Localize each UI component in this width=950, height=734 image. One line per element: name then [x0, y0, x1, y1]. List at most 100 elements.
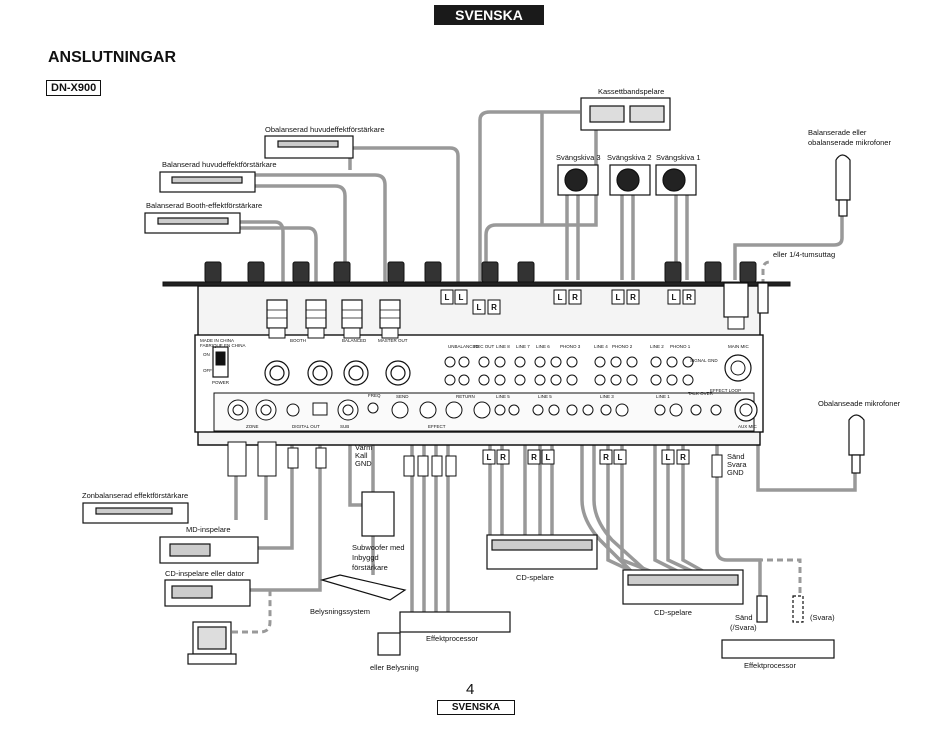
plug-label-r: R — [572, 293, 578, 302]
panel-line6: LINE 6 — [536, 344, 550, 349]
label-cd1: CD-spelare — [516, 573, 554, 582]
subwoofer — [361, 491, 395, 537]
panel-rec-out: REC OUT — [474, 344, 495, 349]
plug-label-l: L — [672, 293, 677, 302]
language-tab-bottom: SVENSKA — [437, 700, 515, 715]
plug-label-l: L — [558, 293, 563, 302]
label-unbalanced-amp: Obalanserad huvudeffektförstärkare — [265, 125, 385, 134]
plug-label-r: R — [630, 293, 636, 302]
label-cd-pc: CD-inspelare eller dator — [165, 569, 245, 578]
panel-line4: LINE 4 — [594, 344, 608, 349]
label-turntable-3: Svängskiva 3 — [556, 153, 601, 162]
label-turntable-2: Svängskiva 2 — [607, 153, 652, 162]
panel-line5b: LINE 5 — [538, 394, 552, 399]
label-unbalanced-mics: Obalanseade mikrofoner — [818, 399, 901, 408]
panel-line7: LINE 7 — [516, 344, 530, 349]
label-fx1: Effektprocessor — [426, 634, 478, 643]
model-badge: DN-X900 — [46, 80, 102, 96]
mic-2 — [848, 414, 865, 456]
panel-line3: LINE 3 — [600, 394, 614, 399]
mic-1 — [835, 154, 851, 201]
label-turntable-1: Svängskiva 1 — [656, 153, 701, 162]
label-zone-amp: Zonbalanserad effektförstärkare — [82, 491, 188, 500]
effect-processor-2 — [721, 639, 835, 659]
panel-on: ON — [203, 352, 210, 357]
panel-effect-loop: EFFECT LOOP — [710, 388, 741, 393]
label-sub-3: förstärkare — [352, 563, 388, 572]
label-cassette: Kassettbandspelare — [598, 87, 664, 96]
label-md: MD-inspelare — [186, 525, 231, 534]
panel-unbalanced: UNBALANCED — [448, 344, 480, 349]
panel-phono2: PHONO 2 — [612, 344, 633, 349]
label-booth-amp: Balanserad Booth-effektförstärkare — [146, 201, 262, 210]
plug-label-l: L — [487, 453, 492, 462]
panel-line1: LINE 1 — [656, 394, 670, 399]
panel-off: OFF — [203, 368, 212, 373]
plug-label-l: L — [445, 293, 450, 302]
label-quarter-inch: eller 1/4-tumsuttag — [773, 250, 835, 259]
label-balanced-amp: Balanserad huvudeffektförstärkare — [162, 160, 277, 169]
effect-processor-1 — [399, 611, 511, 633]
panel-power: POWER — [212, 380, 230, 385]
bottom-plugs — [227, 441, 723, 478]
panel-effect: EFFECT — [428, 424, 446, 429]
devices — [82, 97, 865, 665]
panel-signal-gnd: SIGNAL GND — [690, 358, 718, 363]
panel-talk-over: TALK OVER — [688, 391, 714, 396]
plug-label-r: R — [680, 453, 686, 462]
panel-aux-mic: AUX MIC — [738, 424, 758, 429]
plug-label-r: R — [603, 453, 609, 462]
panel-freq: FREQ — [368, 393, 381, 398]
top-plugs: L L L R L R L R L R — [266, 282, 749, 339]
panel-booth: BOOTH — [290, 338, 306, 343]
language-tab-top: SVENSKA — [434, 5, 544, 25]
plug-label-l: L — [477, 303, 482, 312]
plug-label-l: L — [618, 453, 623, 462]
panel-master-out: MASTER OUT — [378, 338, 408, 343]
plug-label-r: R — [500, 453, 506, 462]
panel-sub: SUB — [340, 424, 349, 429]
plug-label-r: R — [531, 453, 537, 462]
plug-label-r: L — [459, 293, 464, 302]
plug-label-l: L — [546, 453, 551, 462]
page-number: 4 — [466, 681, 475, 698]
panel-phono1: PHONO 1 — [670, 344, 691, 349]
lighting-system — [319, 574, 407, 601]
panel-zone: ZONE — [246, 424, 259, 429]
label-send-2a: Sänd — [735, 613, 753, 622]
label-mic-1a: Balanserade eller — [808, 128, 867, 137]
label-cd2: CD-spelare — [654, 608, 692, 617]
panel-digital-out: DIGITAL OUT — [292, 424, 320, 429]
panel-made-in-1: MADE IN CHINA — [200, 338, 234, 343]
label-sub-2: Inbyggd — [352, 553, 379, 562]
label-lighting: Belysningssystem — [310, 607, 370, 616]
label-or-lighting: eller Belysning — [370, 663, 419, 672]
panel-phono3: PHONO 3 — [560, 344, 581, 349]
label-return: Svara — [727, 460, 747, 469]
label-mic-1b: obalanserade mikrofoner — [808, 138, 891, 147]
label-gnd: GND — [355, 459, 372, 468]
light-head — [377, 632, 401, 656]
mixer-body — [162, 261, 791, 446]
panel-line8: LINE 8 — [496, 344, 510, 349]
panel-main-mic: MAIN MIC — [728, 344, 749, 349]
panel-return: RETURN — [456, 394, 475, 399]
label-gnd-2: GND — [727, 468, 744, 477]
label-fx2: Effektprocessor — [744, 661, 796, 670]
label-send-2b: (/Svara) — [730, 623, 757, 632]
panel-line2: LINE 2 — [650, 344, 664, 349]
plug-label-r: R — [491, 303, 497, 312]
panel-made-in-2: FABRIQUE EN CHINA — [200, 343, 246, 348]
label-sub-1: Subwoofer med — [352, 543, 405, 552]
panel-line5: LINE 5 — [496, 394, 510, 399]
plug-label-l: L — [616, 293, 621, 302]
label-cold: Kall — [355, 451, 368, 460]
plug-label-r: R — [686, 293, 692, 302]
label-warm: Varm — [355, 443, 372, 452]
label-send: Sänd — [727, 452, 745, 461]
page-title: ANSLUTNINGAR — [48, 49, 176, 66]
panel-send: SEND — [396, 394, 409, 399]
panel-balanced: BALANCED — [342, 338, 367, 343]
